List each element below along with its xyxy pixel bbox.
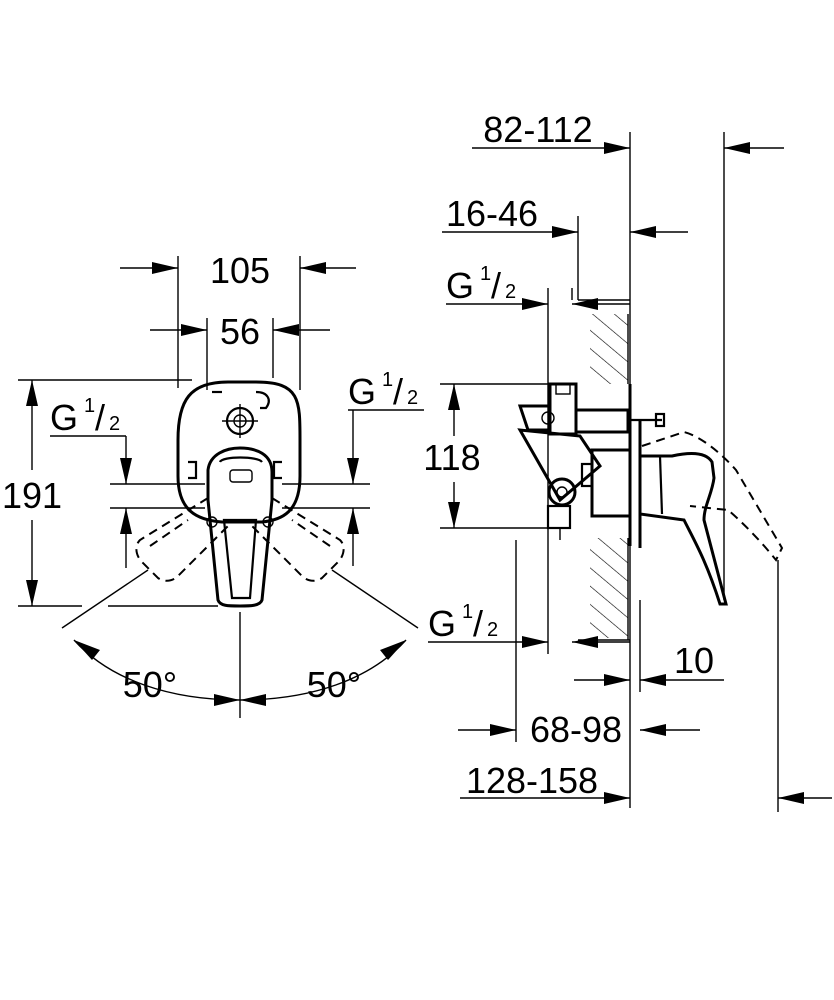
dim-68-98-label: 68-98 <box>530 709 622 750</box>
dim-105-label: 105 <box>210 250 270 291</box>
lever-handle <box>206 446 274 608</box>
dimension-82-112: 82-112 <box>472 109 784 154</box>
thread-right-g-half: G 1 / 2 <box>282 369 424 566</box>
thread-right-slash: / <box>393 371 403 412</box>
front-view: 105 56 191 G 1 / 2 <box>2 250 424 718</box>
dimension-191: 191 <box>2 379 192 607</box>
thread-bottom-g-half: G 1 / 2 <box>428 601 630 648</box>
valve-body <box>517 382 666 540</box>
angle-indicators: 50° 50° <box>61 569 419 706</box>
side-lever-rotation <box>641 430 784 562</box>
thread-top-denominator: 2 <box>505 281 516 303</box>
angle-left-label: 50° <box>123 664 177 705</box>
thread-bottom-numerator: 1 <box>462 601 473 623</box>
thread-top-slash: / <box>491 265 501 306</box>
wall-section <box>578 299 630 641</box>
thread-bottom-denominator: 2 <box>487 619 498 641</box>
thread-left-slash: / <box>95 397 105 438</box>
thread-left-numerator: 1 <box>84 395 95 417</box>
lever-rotation-left <box>135 497 233 582</box>
dimension-105: 105 <box>120 250 356 390</box>
thread-bottom-slash: / <box>473 603 483 644</box>
thread-bottom-letter: G <box>428 603 456 644</box>
side-lever-handle <box>638 452 728 606</box>
side-view: 82-112 16-46 G 1 / 2 <box>423 109 832 812</box>
dim-118-label: 118 <box>423 437 480 478</box>
thread-top-g-half: G 1 / 2 <box>446 263 630 310</box>
thread-left-denominator: 2 <box>109 413 120 435</box>
thread-right-denominator: 2 <box>407 387 418 409</box>
thread-right-numerator: 1 <box>382 369 393 391</box>
angle-right-label: 50° <box>307 664 361 705</box>
dimension-16-46: 16-46 <box>442 193 688 238</box>
rosette-plate <box>176 380 302 528</box>
thread-left-g-half: G 1 / 2 <box>50 395 205 568</box>
dim-191-label: 191 <box>2 475 62 516</box>
thread-left-letter: G <box>50 397 78 438</box>
dimension-128-158: 128-158 <box>460 760 832 804</box>
thread-top-letter: G <box>446 265 474 306</box>
dimension-56: 56 <box>150 311 330 390</box>
dim-82-112-label: 82-112 <box>483 109 592 150</box>
thread-top-numerator: 1 <box>480 263 491 285</box>
lever-rotation-right <box>247 497 345 582</box>
thread-right-letter: G <box>348 371 376 412</box>
dim-56-label: 56 <box>220 311 260 352</box>
dimension-118: 118 <box>423 383 548 529</box>
dim-128-158-label: 128-158 <box>466 760 598 801</box>
dimension-68-98: 68-98 <box>458 709 700 750</box>
dim-10-label: 10 <box>674 640 714 681</box>
dim-16-46-label: 16-46 <box>446 193 538 234</box>
dimension-10: 10 <box>574 640 724 686</box>
